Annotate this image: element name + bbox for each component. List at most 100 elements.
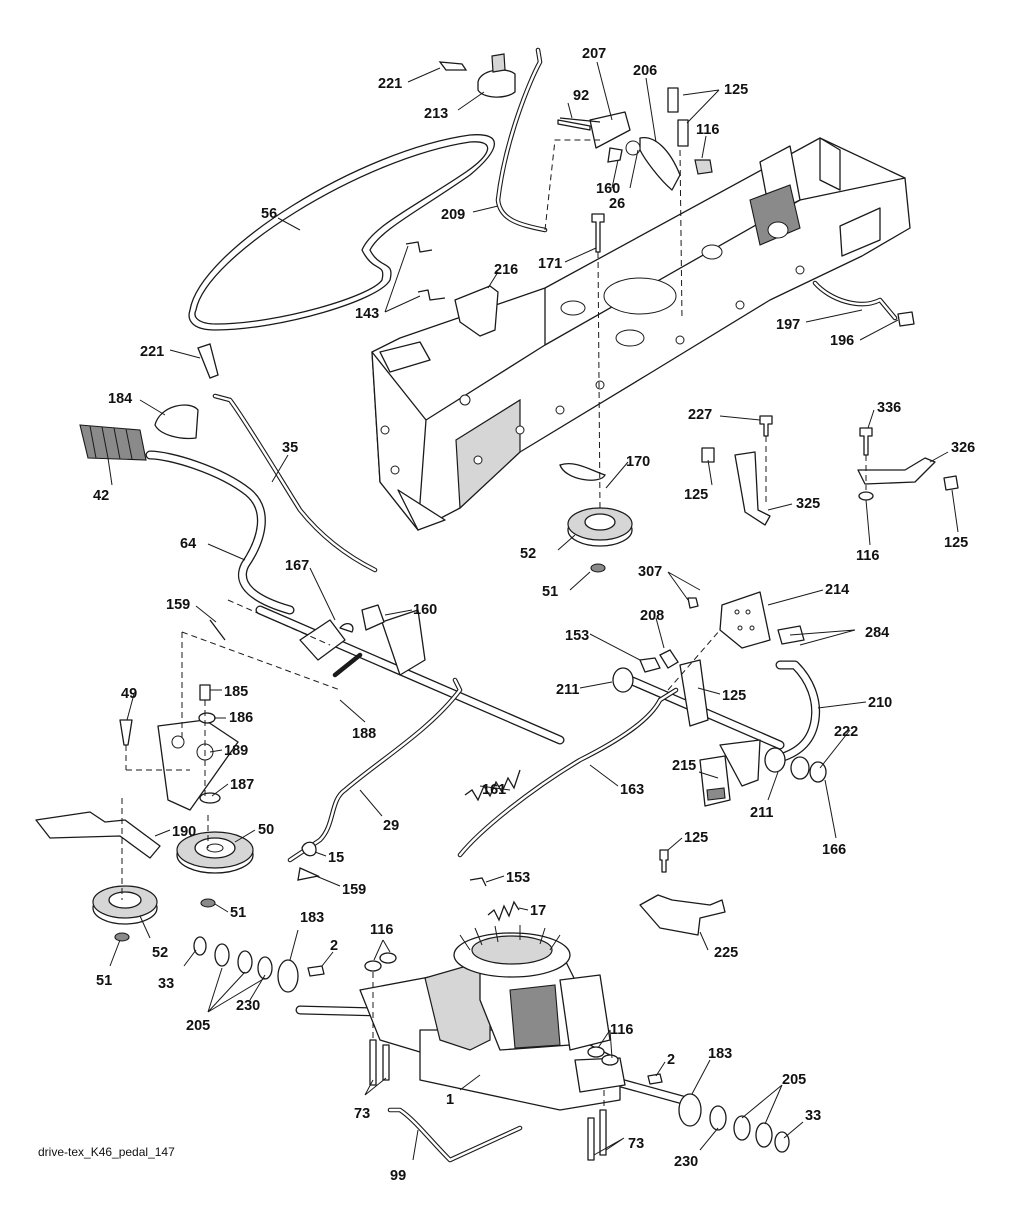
callout: 161 bbox=[482, 782, 506, 798]
callout: 166 bbox=[822, 842, 846, 858]
callout: 163 bbox=[620, 782, 644, 798]
callout: 116 bbox=[610, 1022, 633, 1038]
callout: 208 bbox=[640, 608, 664, 624]
callout: 125 bbox=[684, 487, 708, 503]
callout: 51 bbox=[96, 973, 112, 989]
callout: 42 bbox=[93, 488, 109, 504]
callout: 52 bbox=[520, 546, 536, 562]
callout: 209 bbox=[441, 207, 465, 223]
diagram-caption: drive-tex_K46_pedal_147 bbox=[38, 1145, 175, 1159]
callout: 1 bbox=[446, 1092, 454, 1108]
callout: 188 bbox=[352, 726, 376, 742]
callout: 184 bbox=[108, 391, 132, 407]
callout: 51 bbox=[542, 584, 558, 600]
transaxle bbox=[295, 925, 695, 1111]
callout: 153 bbox=[565, 628, 589, 644]
callout: 52 bbox=[152, 945, 168, 961]
spring bbox=[464, 769, 521, 802]
callout: 33 bbox=[805, 1108, 821, 1124]
callout: 125 bbox=[724, 82, 748, 98]
callout: 160 bbox=[596, 181, 620, 197]
callout: 73 bbox=[354, 1106, 370, 1122]
callout: 284 bbox=[865, 625, 889, 641]
callout: 125 bbox=[722, 688, 746, 704]
callout: 116 bbox=[696, 122, 719, 138]
callout: 230 bbox=[674, 1154, 698, 1170]
callout: 206 bbox=[633, 63, 657, 79]
callout: 92 bbox=[573, 88, 589, 104]
callout: 26 bbox=[609, 196, 625, 212]
callout: 50 bbox=[258, 822, 274, 838]
callout: 153 bbox=[506, 870, 530, 886]
callout: 167 bbox=[285, 558, 309, 574]
callout: 211 bbox=[750, 805, 773, 821]
callout: 185 bbox=[224, 684, 248, 700]
callout: 143 bbox=[355, 306, 379, 322]
idler-pulley bbox=[176, 831, 254, 874]
idler-pulley bbox=[567, 507, 633, 547]
callout: 49 bbox=[121, 686, 137, 702]
drive-belt bbox=[188, 134, 496, 331]
callout: 160 bbox=[413, 602, 437, 618]
pedal-pad bbox=[154, 404, 199, 440]
callout: 159 bbox=[342, 882, 366, 898]
callout: 99 bbox=[390, 1168, 406, 1184]
callout: 196 bbox=[830, 333, 854, 349]
callout: 207 bbox=[582, 46, 606, 62]
callout: 125 bbox=[684, 830, 708, 846]
spring bbox=[487, 900, 520, 922]
callout: 213 bbox=[424, 106, 448, 122]
callout: 125 bbox=[944, 535, 968, 551]
callout: 210 bbox=[868, 695, 892, 711]
bracket bbox=[454, 285, 499, 337]
callout: 325 bbox=[796, 496, 820, 512]
idler-plate bbox=[157, 719, 239, 811]
callout: 227 bbox=[688, 407, 712, 423]
pivot-bracket bbox=[589, 111, 631, 149]
leader-lines bbox=[107, 61, 959, 1161]
callout: 211 bbox=[556, 682, 579, 698]
callout: 116 bbox=[370, 922, 393, 938]
callout: 216 bbox=[494, 262, 518, 278]
grip bbox=[79, 424, 147, 461]
callout: 2 bbox=[330, 938, 338, 954]
callout: 189 bbox=[224, 743, 248, 759]
bolt bbox=[591, 213, 605, 253]
callout: 190 bbox=[172, 824, 196, 840]
callout: 187 bbox=[230, 777, 254, 793]
frame-assembly bbox=[371, 137, 911, 531]
callout: 214 bbox=[825, 582, 849, 598]
callout: 326 bbox=[951, 440, 975, 456]
knob bbox=[477, 53, 516, 98]
idler-pulley bbox=[92, 885, 158, 925]
callout: 186 bbox=[229, 710, 253, 726]
callout: 17 bbox=[530, 903, 546, 919]
callout: 56 bbox=[261, 206, 277, 222]
brake-pedal-pad bbox=[719, 591, 771, 649]
callout: 225 bbox=[714, 945, 738, 961]
callout: 29 bbox=[383, 818, 399, 834]
callout: 221 bbox=[140, 344, 164, 360]
callout: 197 bbox=[776, 317, 800, 333]
callout: 159 bbox=[166, 597, 190, 613]
callout: 171 bbox=[538, 256, 562, 272]
callout: 33 bbox=[158, 976, 174, 992]
callout: 205 bbox=[186, 1018, 210, 1034]
callout: 35 bbox=[282, 440, 298, 456]
clip bbox=[438, 61, 468, 71]
callout: 15 bbox=[328, 850, 344, 866]
heat-shield bbox=[639, 894, 726, 936]
callout: 307 bbox=[638, 564, 662, 580]
callout: 215 bbox=[672, 758, 696, 774]
callout: 170 bbox=[626, 454, 650, 470]
callout: 2 bbox=[667, 1052, 675, 1068]
callout: 221 bbox=[378, 76, 402, 92]
callout: 183 bbox=[300, 910, 324, 926]
callout: 51 bbox=[230, 905, 246, 921]
callout: 222 bbox=[834, 724, 858, 740]
callout: 230 bbox=[236, 998, 260, 1014]
callouts: 221 213 207 206 125 92 116 160 26 56 209… bbox=[93, 46, 975, 1184]
callout: 183 bbox=[708, 1046, 732, 1062]
